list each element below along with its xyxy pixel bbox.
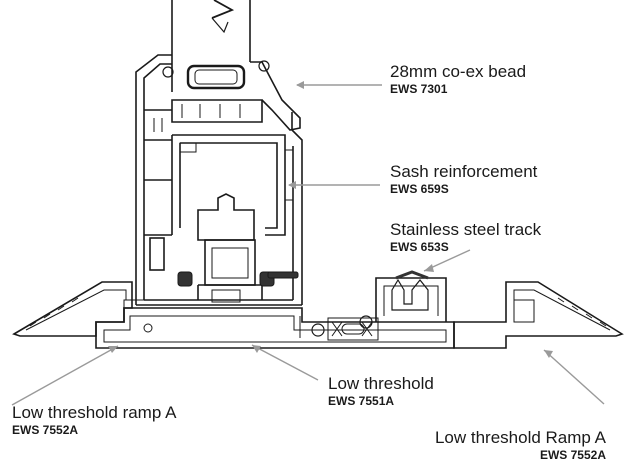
label-reinforcement-title: Sash reinforcement: [390, 162, 538, 181]
label-threshold-code: EWS 7551A: [328, 394, 395, 408]
brush-gaskets: [177, 271, 299, 287]
leader-threshold: [251, 344, 319, 381]
leader-ramp-right: [543, 349, 605, 405]
stainless-track-block: [375, 270, 447, 322]
glass-unit: [171, 0, 251, 92]
label-track-title: Stainless steel track: [390, 220, 542, 239]
label-reinforcement-code: EWS 659S: [390, 182, 449, 196]
roller-carriage: [197, 193, 263, 303]
label-bead-code: EWS 7301: [390, 82, 448, 96]
label-reinforcement: Sash reinforcement EWS 659S: [390, 162, 537, 196]
label-ramp-left-code: EWS 7552A: [12, 423, 79, 437]
label-ramp-right-code: EWS 7552A: [539, 448, 606, 462]
threshold-profile: [95, 299, 455, 349]
left-ramp: [12, 281, 133, 337]
label-track-code: EWS 653S: [390, 240, 449, 254]
label-ramp-left: Low threshold ramp A EWS 7552A: [12, 403, 176, 437]
label-threshold: Low threshold EWS 7551A: [328, 374, 434, 408]
label-threshold-title: Low threshold: [328, 374, 434, 393]
label-ramp-left-title: Low threshold ramp A: [12, 403, 177, 422]
leader-arrowheads: [108, 81, 553, 358]
label-ramp-right-title: Low threshold Ramp A: [434, 428, 606, 447]
label-bead: 28mm co-ex bead EWS 7301: [390, 62, 526, 96]
label-track: Stainless steel track EWS 653S: [390, 220, 541, 254]
label-ramp-right: Low threshold Ramp A EWS 7552A: [435, 428, 606, 462]
sash-profile: [135, 54, 303, 306]
right-ramp: [453, 281, 624, 349]
leader-ramp-left: [11, 345, 119, 406]
label-bead-title: 28mm co-ex bead: [390, 62, 527, 81]
